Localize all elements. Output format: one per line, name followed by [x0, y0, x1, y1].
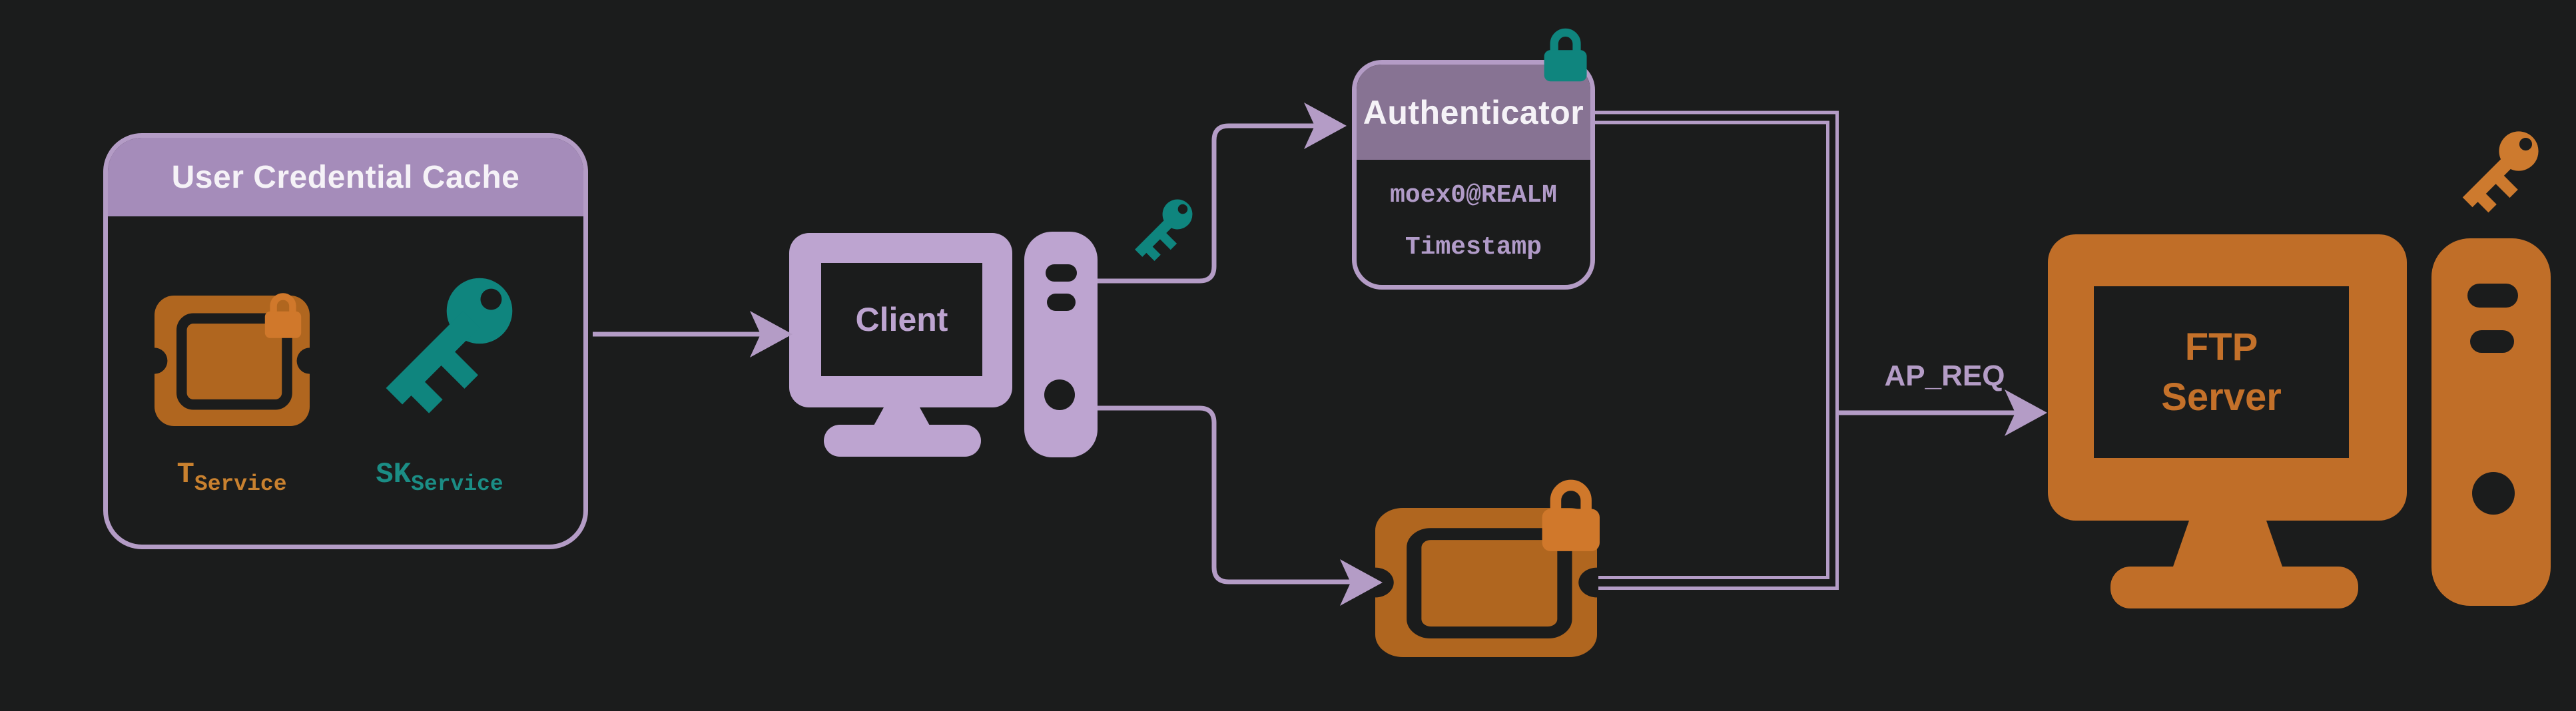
client-key-icon: [1135, 199, 1193, 262]
ticket-label-sub: Service: [194, 472, 287, 497]
session-key-label-sub: Service: [411, 472, 503, 497]
double-line-outer: [1593, 111, 1839, 590]
double-line-inner: [1593, 120, 1829, 579]
arrowhead-ap-req: [2005, 389, 2047, 436]
ftp-server-label: FTP Server: [2094, 286, 2349, 458]
session-key-label-main: SK: [376, 458, 412, 491]
authenticator-header: Authenticator: [1357, 65, 1590, 160]
ticket-label: TService: [160, 458, 304, 497]
ftp-server-key-icon: [2462, 131, 2539, 213]
ap-req-label: AP_REQ: [1884, 359, 2005, 392]
authenticator-timestamp: Timestamp: [1405, 233, 1542, 262]
user-credential-cache-header: User Credential Cache: [108, 138, 583, 216]
user-credential-cache-title: User Credential Cache: [171, 159, 520, 195]
user-credential-cache-box: User Credential Cache: [103, 133, 588, 549]
ftp-server-label-line2: Server: [2161, 375, 2282, 419]
arrowhead-cache-to-client: [750, 311, 793, 357]
arrowhead-client-to-authenticator: [1304, 103, 1347, 149]
authenticator-principal: moex0@REALM: [1390, 181, 1557, 210]
ftp-server-label-line1: FTP: [2184, 325, 2258, 369]
authenticator-title: Authenticator: [1363, 93, 1584, 131]
encrypted-ticket-icon: [1357, 508, 1616, 657]
ticket-label-main: T: [176, 458, 194, 491]
encrypted-ticket-lock-icon: [1542, 479, 1600, 551]
session-key-label: SKService: [363, 458, 516, 497]
client-label: Client: [855, 301, 948, 338]
arrow-client-to-authenticator: [1098, 123, 1315, 284]
arrowhead-client-to-ticket: [1340, 559, 1383, 606]
arrow-client-to-ticket: [1098, 405, 1352, 585]
authenticator-box: Authenticator moex0@REALM Timestamp: [1352, 60, 1595, 290]
